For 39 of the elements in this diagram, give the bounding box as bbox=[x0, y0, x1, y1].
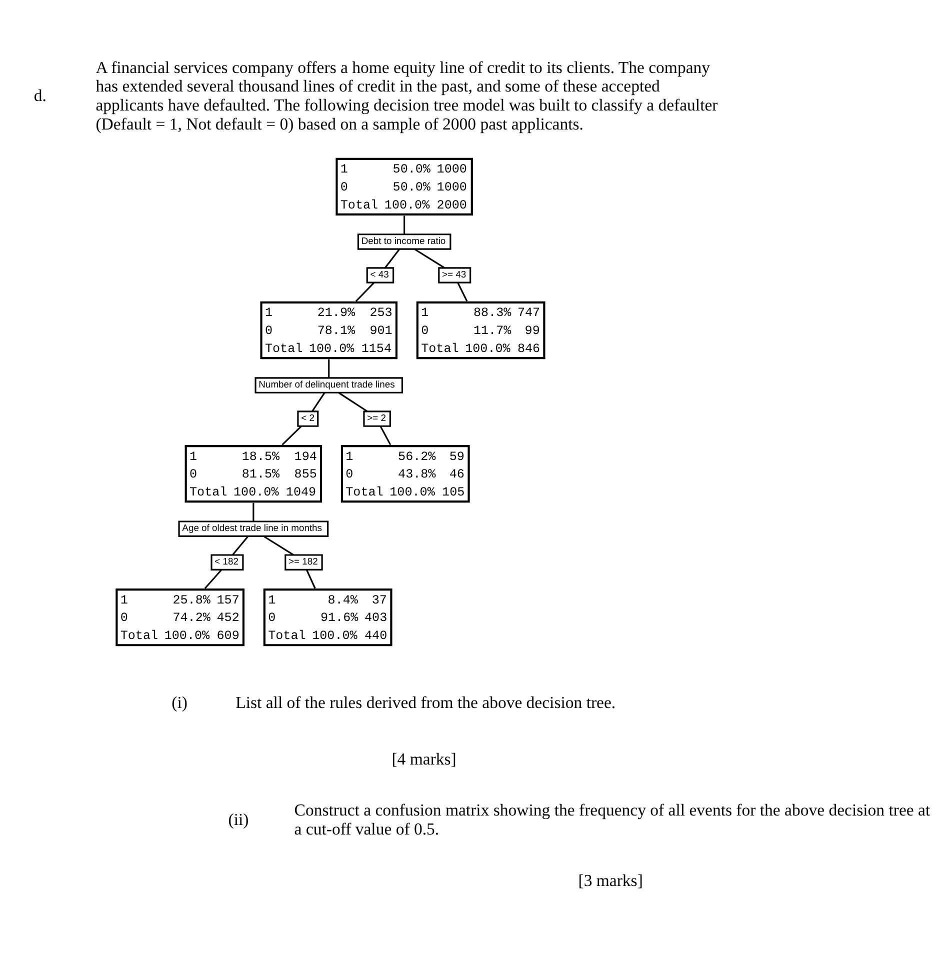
connector bbox=[328, 359, 330, 378]
connector bbox=[263, 536, 294, 556]
label: List all of the rules derived from the above decision tree. bbox=[236, 692, 616, 712]
node-box: 1 88.3% 747 0 11.7% 99 Total 100.0% 846 bbox=[416, 301, 546, 360]
node-box: >= 182 bbox=[284, 554, 323, 570]
node-box: >= 2 bbox=[363, 410, 391, 427]
label: (i) bbox=[172, 692, 188, 712]
connector bbox=[457, 282, 468, 302]
node-box: 1 25.8% 157 0 74.2% 452 Total 100.0% 609 bbox=[116, 588, 245, 646]
connector bbox=[232, 536, 249, 556]
label: A financial services company offers a home equity line of credit to its clients. The company has extended several thousand lines of credit in the past, and some of these accepted applicants have defaulted. The following decision tree model was built to classify a defaulter (Default = 1, Not default = 0) based on a sample of 2000 past applicants. bbox=[96, 58, 718, 134]
label: [3 marks] bbox=[578, 870, 643, 890]
label: d. bbox=[34, 86, 46, 106]
connector bbox=[282, 426, 302, 446]
label: (ii) bbox=[228, 810, 249, 830]
node-box: Debt to income ratio bbox=[357, 234, 452, 250]
node-box: 1 50.0% 1000 0 50.0% 1000 Total 100.0% 2000 bbox=[336, 158, 473, 216]
connector bbox=[252, 502, 254, 522]
connector bbox=[338, 392, 368, 412]
node-box: Number of delinquent trade lines bbox=[254, 377, 403, 394]
connector bbox=[355, 282, 374, 302]
label: [4 marks] bbox=[392, 749, 456, 768]
node-box: 1 21.9% 253 0 78.1% 901 Total 100.0% 1154 bbox=[260, 301, 398, 360]
connector bbox=[204, 569, 222, 589]
node-box: < 182 bbox=[210, 554, 244, 570]
node-box: < 43 bbox=[366, 267, 394, 284]
node-box: 1 18.5% 194 0 81.5% 855 Total 100.0% 1049 bbox=[184, 445, 322, 503]
node-box: >= 43 bbox=[438, 267, 472, 284]
connector bbox=[404, 216, 406, 234]
connector bbox=[414, 248, 445, 268]
node-box: < 2 bbox=[297, 410, 319, 427]
node-box: 1 56.2% 59 0 43.8% 46 Total 100.0% 105 bbox=[340, 445, 470, 503]
connector bbox=[306, 570, 316, 589]
connector bbox=[380, 426, 392, 446]
node-box: Age of oldest trade line in months bbox=[178, 520, 329, 537]
connector bbox=[312, 392, 326, 412]
connector bbox=[384, 248, 400, 268]
node-box: 1 8.4% 37 0 91.6% 403 Total 100.0% 440 bbox=[263, 588, 392, 646]
label: Construct a confusion matrix showing the frequency of all events for the above decision tree at a cut-off value of 0.5. bbox=[294, 800, 930, 839]
